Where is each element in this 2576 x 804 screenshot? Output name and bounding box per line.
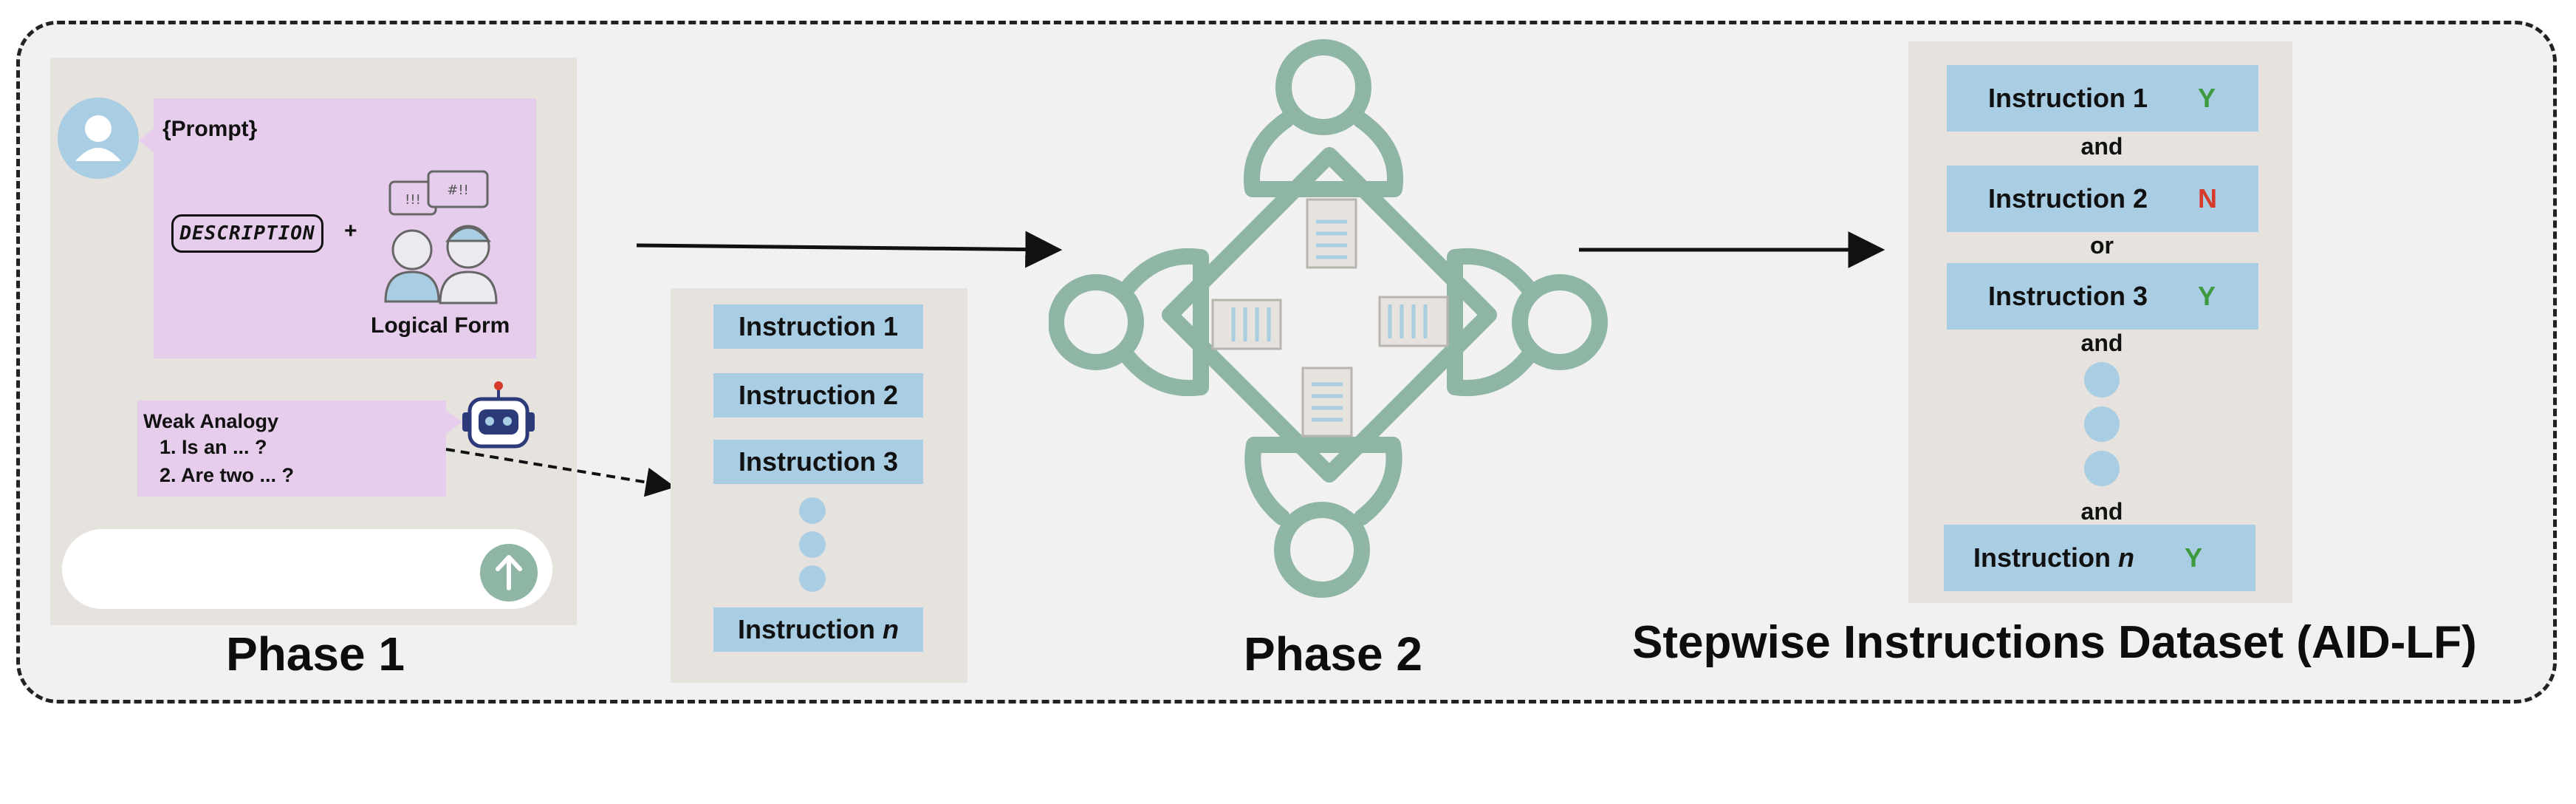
send-arrow-button[interactable]: [480, 544, 538, 602]
arrow-up-icon: [496, 555, 522, 590]
instruction-item-1: Instruction 1: [713, 304, 923, 349]
weak-analogy-bubble: [137, 401, 446, 497]
instruction-item-2: Instruction 2: [713, 373, 923, 418]
dataset-row-3-flag: Y: [2198, 281, 2216, 311]
robot-icon: [458, 378, 539, 452]
phase2-title: Phase 2: [1244, 627, 1422, 681]
connector-2: or: [2090, 232, 2114, 259]
instruction-item-n: Instruction n: [713, 607, 923, 652]
two-people-talking-icon: !!! #!!: [375, 168, 508, 309]
dataset-row-2-label: Instruction 2: [1988, 183, 2148, 214]
connector-1: and: [2080, 133, 2123, 160]
dataset-ellipsis-dot-3: [2084, 451, 2120, 486]
dataset-row-1-flag: Y: [2198, 83, 2216, 113]
logical-form-label: Logical Form: [371, 313, 510, 338]
speech-b-text: #!!: [447, 183, 469, 198]
dataset-row-3: Instruction 3 Y: [1947, 263, 2258, 330]
weak-analogy-item-2: 2. Are two ... ?: [160, 464, 295, 486]
weak-analogy-bubble-tail: [446, 410, 462, 434]
ellipsis-dot-2: [799, 531, 826, 558]
instruction-n-var: n: [883, 614, 899, 644]
prompt-bubble-tail: [139, 127, 155, 154]
dataset-row-1-label: Instruction 1: [1988, 83, 2148, 113]
dataset-row-2-flag: N: [2198, 183, 2217, 214]
dataset-row-1: Instruction 1 Y: [1947, 65, 2258, 132]
speech-a-text: !!!: [405, 192, 421, 208]
prompt-label: {Prompt}: [162, 117, 258, 141]
dataset-row-2: Instruction 2 N: [1947, 166, 2258, 232]
dataset-row-n-prefix: Instruction: [1973, 542, 2118, 573]
user-avatar-icon: [58, 98, 139, 179]
plus-sign: +: [344, 219, 357, 243]
dataset-row-n-flag: Y: [2185, 542, 2203, 573]
instruction-n-prefix: Instruction: [738, 614, 883, 644]
dataset-row-n-var: n: [2118, 542, 2134, 573]
connector-3: and: [2080, 330, 2123, 356]
description-tag-text: DESCRIPTION: [179, 222, 315, 245]
arrow-robot-to-instructions: [445, 448, 676, 497]
dataset-ellipsis-dot-2: [2084, 406, 2120, 442]
dataset-row-n: Instruction n Y: [1944, 525, 2255, 591]
chat-input-field[interactable]: [62, 529, 552, 609]
weak-analogy-item-1: 1. Is an ... ?: [160, 436, 267, 458]
weak-analogy-title: Weak Analogy: [143, 410, 279, 432]
description-tag: DESCRIPTION: [171, 214, 323, 253]
arrow-phase1-to-phase2: [636, 231, 1063, 268]
instruction-item-3: Instruction 3: [713, 440, 923, 484]
dataset-ellipsis-dot-1: [2084, 362, 2120, 398]
dataset-row-3-label: Instruction 3: [1988, 281, 2148, 311]
collaboration-table-icon: [1048, 37, 1610, 613]
ellipsis-dot-1: [799, 497, 826, 524]
connector-4: and: [2080, 498, 2123, 525]
ellipsis-dot-3: [799, 565, 826, 592]
dataset-title: Stepwise Instructions Dataset (AID-LF): [1632, 617, 2477, 668]
phase1-title: Phase 1: [226, 627, 405, 681]
